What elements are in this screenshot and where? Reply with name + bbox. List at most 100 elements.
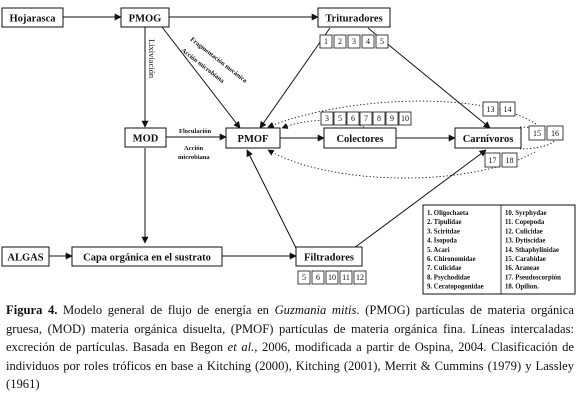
legend-entry: 16. Araneae <box>505 265 539 272</box>
tag-box <box>501 152 518 168</box>
caption-text-3: 2006, modificada a partir de Ospina, 200… <box>6 340 574 392</box>
tag-box <box>372 111 386 126</box>
legend-entry: 7. Culicidae <box>427 265 461 272</box>
figure-caption: Figura 4. Modelo general de flujo de ene… <box>6 301 574 394</box>
svg-text:Trituradores: Trituradores <box>325 14 382 25</box>
tag-box <box>385 111 399 126</box>
tag-number: 1 <box>324 37 328 46</box>
tag-box <box>499 101 516 117</box>
tag-number: 5 <box>302 273 306 282</box>
node-filtradores: Filtradores <box>295 246 363 267</box>
legend-entry: 11. Copepoda <box>505 219 545 226</box>
tag-number: 12 <box>356 273 364 282</box>
edge-label-accion: Acción <box>184 145 204 152</box>
svg-text:PMOF: PMOF <box>238 134 269 145</box>
edge-label-lixiviacion: Lixiviación <box>147 39 157 79</box>
tag-number: 14 <box>504 105 512 114</box>
legend-entry: 14. Sthaphylinidae <box>505 247 559 254</box>
tag-box <box>353 270 367 285</box>
svg-text:Carnívoros: Carnívoros <box>463 134 514 145</box>
tag-number: 11 <box>342 273 350 282</box>
svg-text:MOD: MOD <box>133 134 159 145</box>
legend-entry: 8. Psychodidae <box>427 274 470 281</box>
tag-box <box>325 270 339 285</box>
caption-species: Guzmania mitis <box>274 303 357 317</box>
node-mod: MOD <box>124 127 167 148</box>
node-carnivoros: Carnívoros <box>454 127 522 149</box>
legend-entry: 6. Chironomidae <box>427 256 476 263</box>
tag-number: 3 <box>325 114 329 123</box>
node-pmog: PMOG <box>120 7 170 28</box>
tag-number: 18 <box>506 156 514 165</box>
node-colectores: Colectores <box>323 127 397 149</box>
edge-label-microbiana: microbiana <box>178 154 210 161</box>
legend-entry: 12. Culicidae <box>505 228 543 235</box>
tag-box <box>319 34 333 49</box>
svg-text:Colectores: Colectores <box>336 134 383 145</box>
tag-number: 5 <box>338 114 342 123</box>
tag-box <box>320 111 334 126</box>
svg-text:Filtradores: Filtradores <box>304 253 354 264</box>
tag-number: 4 <box>366 37 370 46</box>
legend-entry: 10. Syrphydae <box>505 210 547 217</box>
svg-text:PMOG: PMOG <box>129 14 162 25</box>
tag-number: 13 <box>487 105 495 114</box>
tag-box <box>333 111 347 126</box>
tag-number: 2 <box>338 37 342 46</box>
tag-box <box>333 34 347 49</box>
svg-text:Capa orgánica en el sustrato: Capa orgánica en el sustrato <box>83 253 211 264</box>
node-pmof: PMOF <box>225 127 281 149</box>
svg-text:Hojarasca: Hojarasca <box>9 14 56 25</box>
legend-column-2: 10. Syrphydae 11. Copepoda 12. Culicidae 13… <box>505 210 561 291</box>
tag-number: 9 <box>390 114 394 123</box>
legend-entry: 18. Opilion. <box>505 284 539 291</box>
caption-text-1: Modelo general de flujo de energía en <box>57 303 275 317</box>
tag-number: 10 <box>328 273 336 282</box>
tag-number: 10 <box>401 114 409 123</box>
node-trituradores: Trituradores <box>317 7 391 28</box>
tag-box <box>546 125 564 141</box>
legend-entry: 5. Acari <box>427 247 450 254</box>
legend-entry: 13. Dytiscidae <box>505 238 545 245</box>
tag-number: 17 <box>489 156 497 165</box>
tag-number: 7 <box>364 114 368 123</box>
tag-box <box>361 34 375 49</box>
tag-box <box>375 34 389 49</box>
caption-text-2: . (PMOG) partículas de materia orgánica … <box>6 303 574 355</box>
tag-box <box>297 270 311 285</box>
tag-box <box>339 270 353 285</box>
tag-box <box>528 125 546 141</box>
node-hojarasca: Hojarasca <box>1 7 64 28</box>
tags-carnivoros-top: 13 14 <box>482 101 516 117</box>
tag-box <box>482 101 499 117</box>
tags-filtradores: 5 6 10 11 12 <box>297 270 367 285</box>
excretion-arc-bottom <box>267 149 536 179</box>
tag-box <box>484 152 501 168</box>
arrow-pmog-pmof <box>161 26 241 129</box>
node-algas: ALGAS <box>1 246 50 267</box>
tag-box <box>311 270 325 285</box>
legend-entry: 3. Sciritdae <box>427 228 460 235</box>
tag-number: 16 <box>551 129 559 138</box>
tag-number: 6 <box>351 114 355 123</box>
tag-number: 6 <box>316 273 320 282</box>
arrow-filtradores-carnivoros <box>353 149 487 249</box>
legend-entry: 15. Carabidae <box>505 256 546 263</box>
caption-fig-label: Figura 4. <box>6 303 58 317</box>
node-capa-organica: Capa orgánica en el sustrato <box>71 246 223 267</box>
tag-number: 3 <box>352 37 356 46</box>
flow-diagram: Lixiviación Fragmentación mecánica Acció… <box>1 7 576 295</box>
legend-entry: 4. Isopoda <box>427 238 457 245</box>
tag-box <box>347 34 361 49</box>
legend-entry: 9. Ceratopogonidae <box>427 284 484 291</box>
edge-label-floculacion: Floculación <box>179 128 212 135</box>
caption-etal: et al., <box>227 340 258 355</box>
legend-entry: 1. Oligochaeta <box>427 210 469 217</box>
